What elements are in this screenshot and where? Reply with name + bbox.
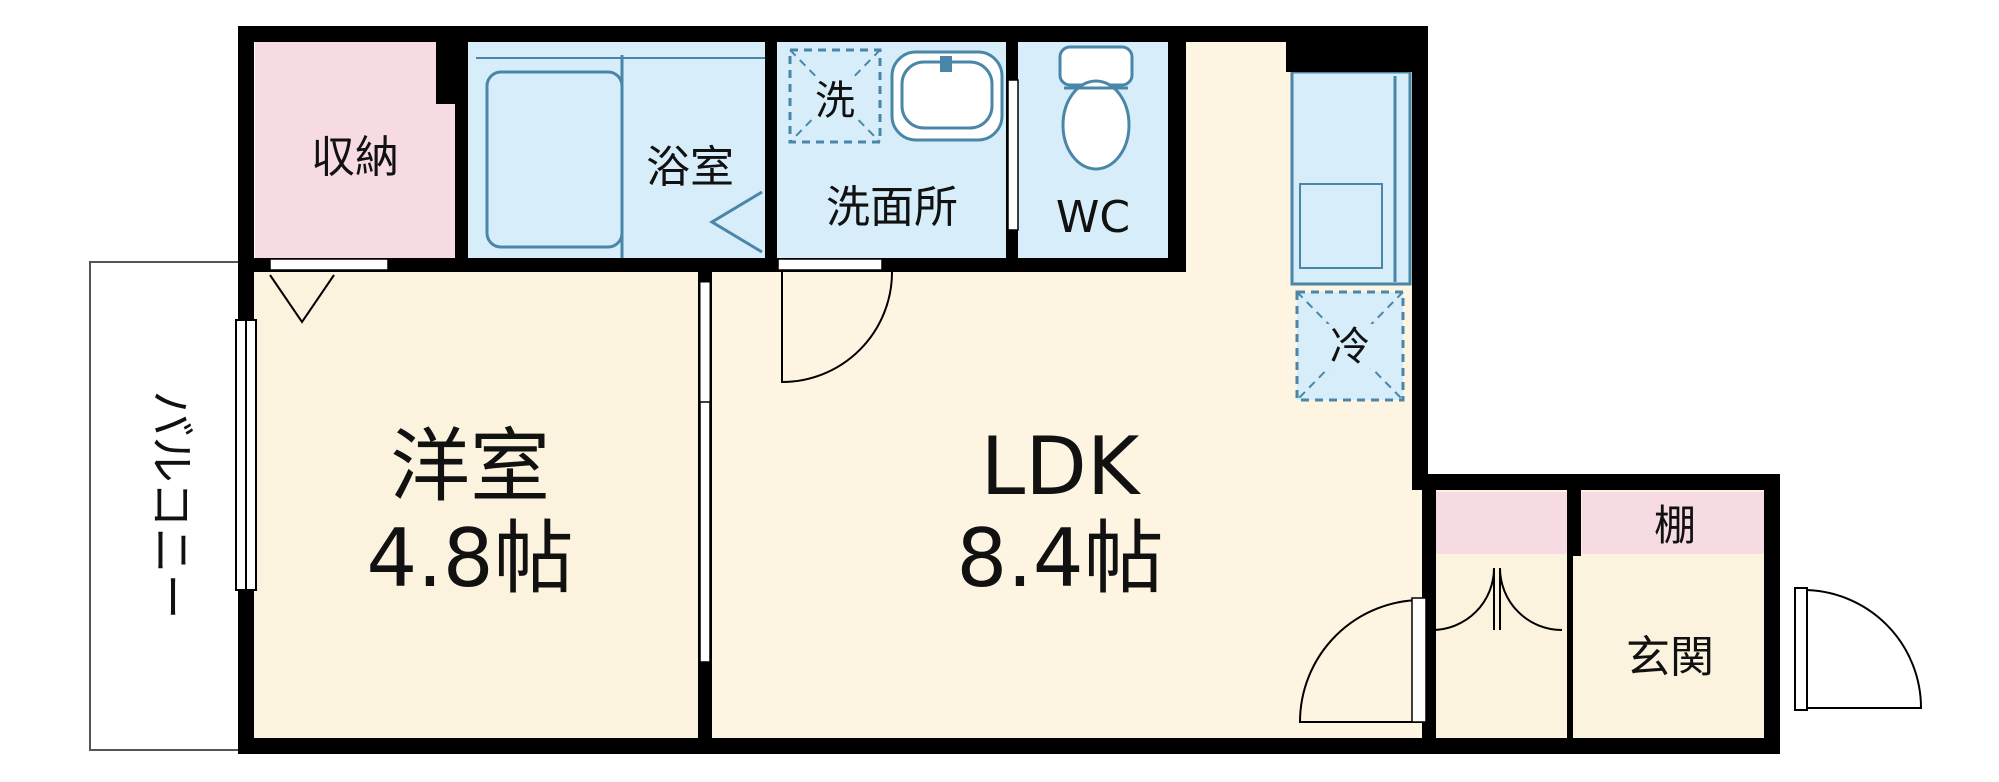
closet-pink — [1425, 492, 1567, 554]
wall-wc-right — [1168, 40, 1186, 272]
balcony-area — [89, 261, 246, 751]
closet-door-icon — [1431, 567, 1495, 631]
wall-right-upper — [1412, 26, 1428, 490]
wall-closet-shelf — [1567, 474, 1581, 556]
washroom-door-icon — [781, 271, 893, 384]
washing-machine-icon — [788, 48, 882, 144]
western-room-label: 洋室 — [390, 420, 550, 513]
shelf-area — [1582, 492, 1767, 554]
storage-label: 収納 — [311, 132, 399, 183]
sliding-door-upper — [699, 281, 711, 413]
washing-machine-label: 洗 — [815, 78, 855, 124]
wall-top — [238, 26, 1428, 42]
wall-bottom — [238, 738, 1768, 754]
balcony-label: バルコニー — [145, 390, 199, 619]
toilet-icon — [1058, 45, 1134, 87]
washroom-label: 洗面所 — [826, 182, 958, 233]
entrance-label: 玄関 — [1626, 632, 1714, 683]
shelf-label: 棚 — [1654, 501, 1696, 550]
wall-entrance-step — [1567, 554, 1573, 738]
wall-entrance-top — [1412, 474, 1780, 490]
western-room-floor — [252, 272, 702, 738]
wc-opening — [1007, 79, 1019, 231]
wall-wet-area-bottom — [238, 258, 1186, 272]
bathtub-icon — [485, 70, 624, 249]
storage-area — [255, 40, 455, 258]
washroom-opening — [777, 258, 883, 271]
wall-entrance-right — [1764, 474, 1780, 754]
western-room-size: 4.8帖 — [366, 512, 573, 605]
refrigerator-label: 冷 — [1330, 324, 1370, 370]
wc-label: WC — [1056, 192, 1130, 243]
sliding-door-lower — [699, 401, 711, 663]
storage-opening — [269, 258, 389, 271]
sink-icon — [890, 50, 1004, 142]
wall-pillar-1 — [436, 40, 468, 104]
kitchen-sink-icon — [1299, 183, 1383, 269]
ldk-label: LDK — [981, 420, 1142, 513]
ldk-entrance-opening — [1411, 597, 1427, 723]
bathroom-label: 浴室 — [646, 142, 734, 193]
storage-door-icon — [269, 274, 335, 324]
ldk-size: 8.4帖 — [956, 512, 1163, 605]
front-door-icon — [1802, 589, 1923, 709]
wall-bath-wash — [765, 40, 777, 260]
wall-pillar-2 — [1286, 40, 1412, 72]
ldk-door-icon — [1298, 599, 1423, 723]
bath-door-icon — [709, 190, 763, 254]
